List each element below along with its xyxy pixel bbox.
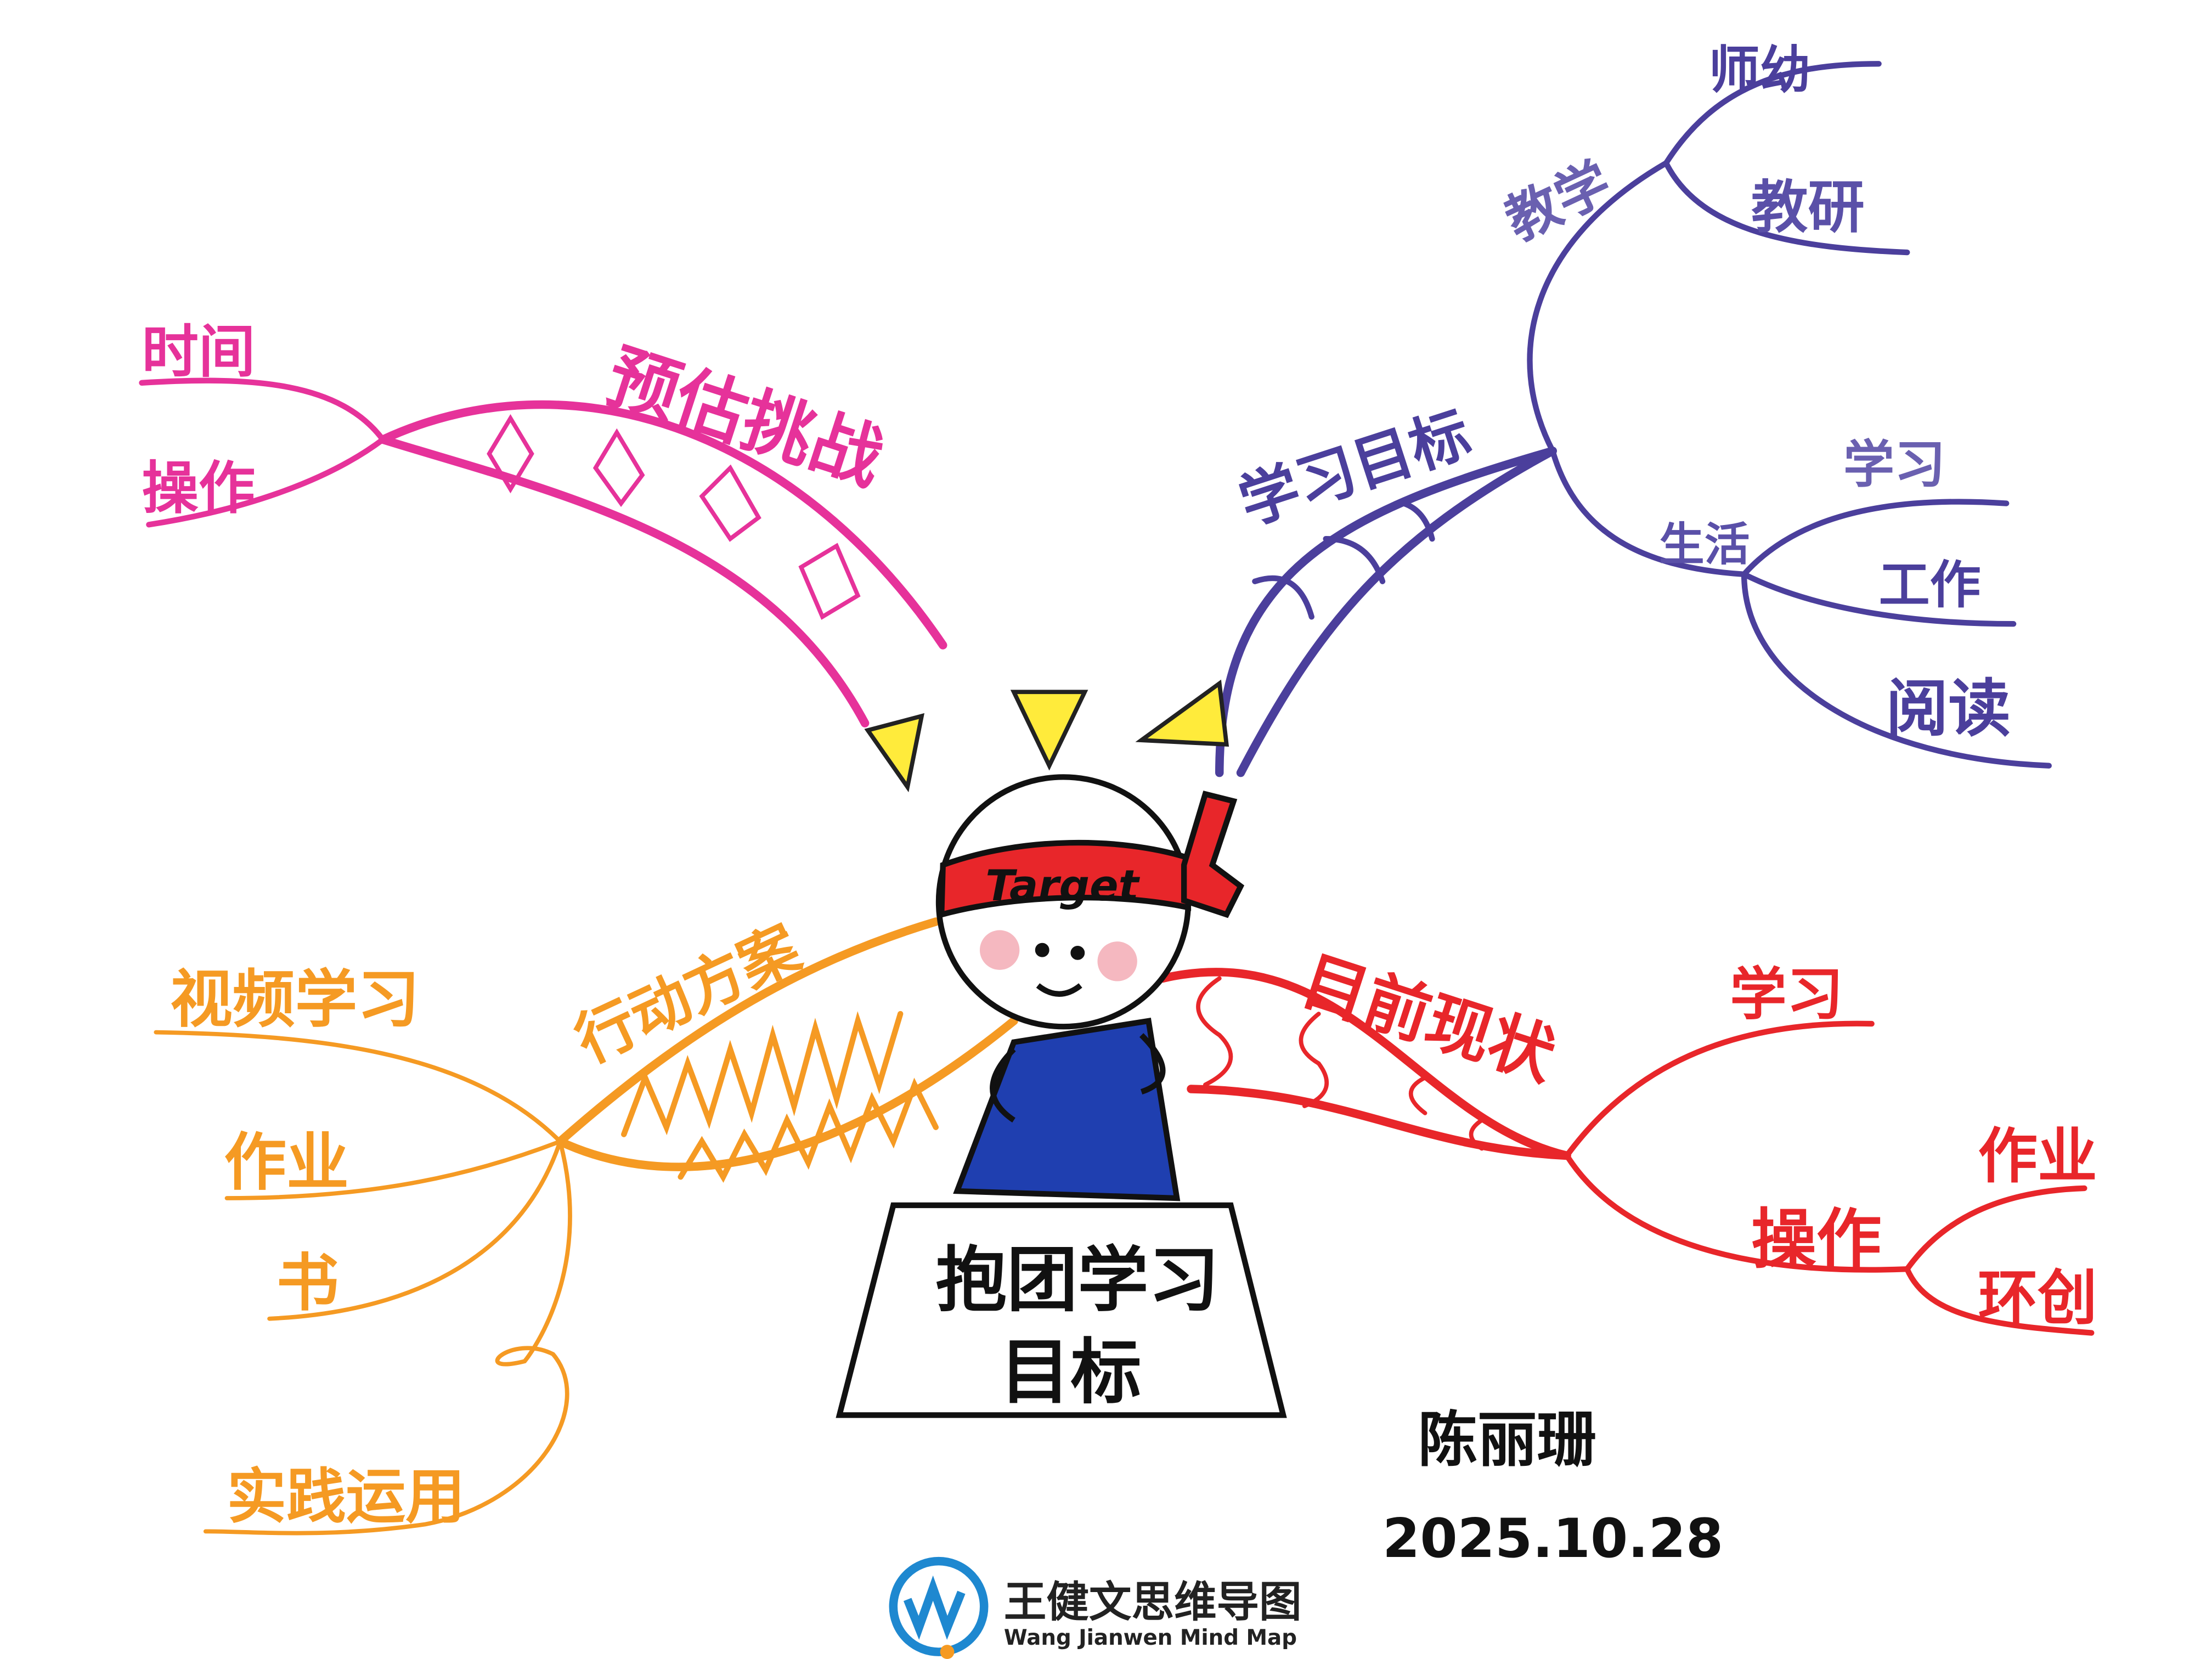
goals-sub-life: 生活	[1659, 518, 1750, 571]
branch-goals	[1215, 61, 2052, 777]
goals-child-study: 学习	[1843, 435, 1945, 494]
branch-challenge	[139, 377, 947, 727]
central-character	[836, 774, 1287, 1418]
branch-status	[1158, 968, 2095, 1336]
signature-date: 2025.10.28	[1383, 1508, 1723, 1570]
branch-plan	[154, 917, 1018, 1536]
logo-text-cn: 王健文思维导图	[1004, 1577, 1302, 1627]
branch-label-plan: 行动方案	[565, 912, 811, 1076]
central-topic-line2: 目标	[1000, 1331, 1141, 1414]
plan-child-practice: 实践运用	[227, 1462, 465, 1532]
attention-marks	[864, 679, 1229, 793]
plan-child-homework: 作业	[224, 1126, 348, 1199]
plan-child-book: 书	[276, 1246, 339, 1319]
goals-child-research: 教研	[1751, 175, 1865, 241]
logo-mark-icon	[889, 1556, 989, 1656]
central-topic-line1: 抱团学习	[936, 1239, 1220, 1322]
goals-child-reading: 阅读	[1886, 672, 2011, 745]
status-sub-operation: 操作	[1751, 1202, 1882, 1278]
plan-child-video: 视频学习	[170, 963, 420, 1036]
author-signature: 陈丽珊	[1418, 1405, 1597, 1475]
status-child-environment: 环创	[1978, 1263, 2097, 1333]
goals-sub-teaching: 教学	[1497, 151, 1621, 253]
challenge-child-time: 时间	[142, 319, 255, 385]
status-child-homework: 作业	[1978, 1121, 2097, 1191]
headband-text: Target	[985, 861, 1140, 911]
goals-child-teacher-child: 师幼	[1708, 41, 1810, 100]
challenge-child-operation: 操作	[142, 455, 255, 521]
brand-logo: 王健文思维导图 Wang Jianwen Mind Map	[889, 1556, 1302, 1659]
status-child-study: 学习	[1730, 962, 1843, 1028]
goals-child-work: 工作	[1879, 555, 1981, 614]
logo-text-en: Wang Jianwen Mind Map	[1004, 1626, 1297, 1650]
